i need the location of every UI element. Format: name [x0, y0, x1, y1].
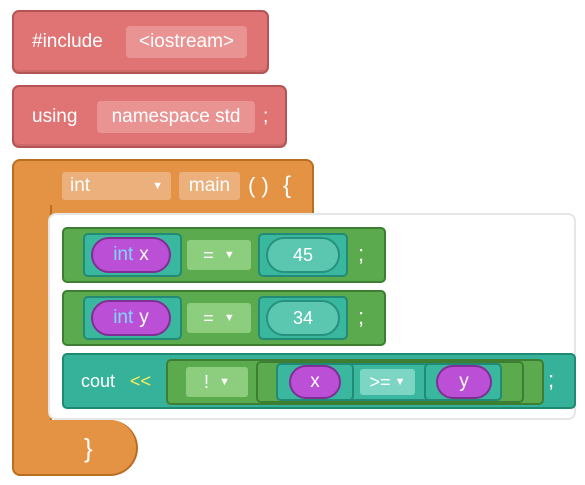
- assign-op-text: =: [203, 307, 214, 328]
- type-keyword: int: [113, 307, 134, 328]
- return-type-select[interactable]: int ▼: [62, 172, 171, 200]
- number-pill-45[interactable]: 45: [266, 237, 340, 273]
- number-value: 34: [292, 307, 314, 328]
- type-keyword: int: [113, 244, 134, 265]
- assign-op-select[interactable]: = ▼: [187, 303, 251, 333]
- function-parens: ( ): [248, 173, 269, 198]
- namespace-text: namespace std: [111, 106, 241, 127]
- variable-pill-x[interactable]: int x: [91, 237, 171, 273]
- include-header-field[interactable]: <iostream>: [126, 26, 247, 58]
- function-name-text: main: [188, 175, 231, 196]
- not-expression[interactable]: ! ▼ x >= ▼ y: [166, 359, 544, 405]
- include-header-text: <iostream>: [138, 31, 235, 52]
- main-arm-fill: [14, 200, 50, 430]
- function-name-field[interactable]: main: [179, 172, 240, 200]
- include-keyword: #include: [32, 31, 103, 52]
- close-brace: }: [84, 432, 93, 463]
- chevron-down-icon: ▼: [394, 376, 406, 388]
- return-type-text: int: [70, 175, 91, 196]
- chevron-down-icon: ▼: [219, 376, 230, 388]
- variable-name: y: [139, 307, 149, 328]
- stream-operator: <<: [130, 370, 152, 391]
- open-brace: {: [283, 172, 292, 199]
- assignment-block-y[interactable]: int y = ▼ 34 ;: [62, 290, 386, 346]
- cout-semicolon: ;: [548, 367, 555, 392]
- include-block[interactable]: #include <iostream>: [12, 10, 269, 74]
- variable-name: x: [139, 244, 149, 265]
- using-semicolon: ;: [263, 105, 269, 127]
- compare-op-text: >=: [369, 371, 391, 392]
- compare-op-select[interactable]: >= ▼: [360, 369, 415, 395]
- namespace-field[interactable]: namespace std: [97, 101, 255, 133]
- chevron-down-icon: ▼: [223, 312, 235, 324]
- right-var-text: y: [459, 371, 469, 392]
- assign-op-text: =: [203, 244, 214, 265]
- variable-pill-y-ref[interactable]: y: [436, 365, 492, 399]
- cout-block[interactable]: cout << ! ▼ x >= ▼ y ;: [62, 353, 576, 409]
- not-op-select[interactable]: ! ▼: [186, 367, 248, 397]
- comparison-wrapper: x >= ▼ y: [256, 361, 524, 403]
- number-pill-34[interactable]: 34: [266, 300, 340, 336]
- cout-keyword: cout: [81, 370, 116, 391]
- statement-semicolon: ;: [358, 241, 365, 266]
- chevron-down-icon: ▼: [223, 249, 235, 261]
- using-namespace-block[interactable]: using namespace std ;: [12, 85, 287, 148]
- not-op-text: !: [204, 371, 210, 392]
- left-var-text: x: [310, 371, 320, 392]
- assign-op-select[interactable]: = ▼: [187, 240, 251, 270]
- using-keyword: using: [32, 105, 78, 127]
- variable-pill-x-ref[interactable]: x: [289, 365, 341, 399]
- chevron-down-icon: ▼: [152, 180, 163, 192]
- assignment-block-x[interactable]: int x = ▼ 45 ;: [62, 227, 386, 283]
- statement-semicolon: ;: [358, 304, 365, 329]
- variable-pill-y[interactable]: int y: [91, 300, 171, 336]
- number-value: 45: [292, 244, 314, 265]
